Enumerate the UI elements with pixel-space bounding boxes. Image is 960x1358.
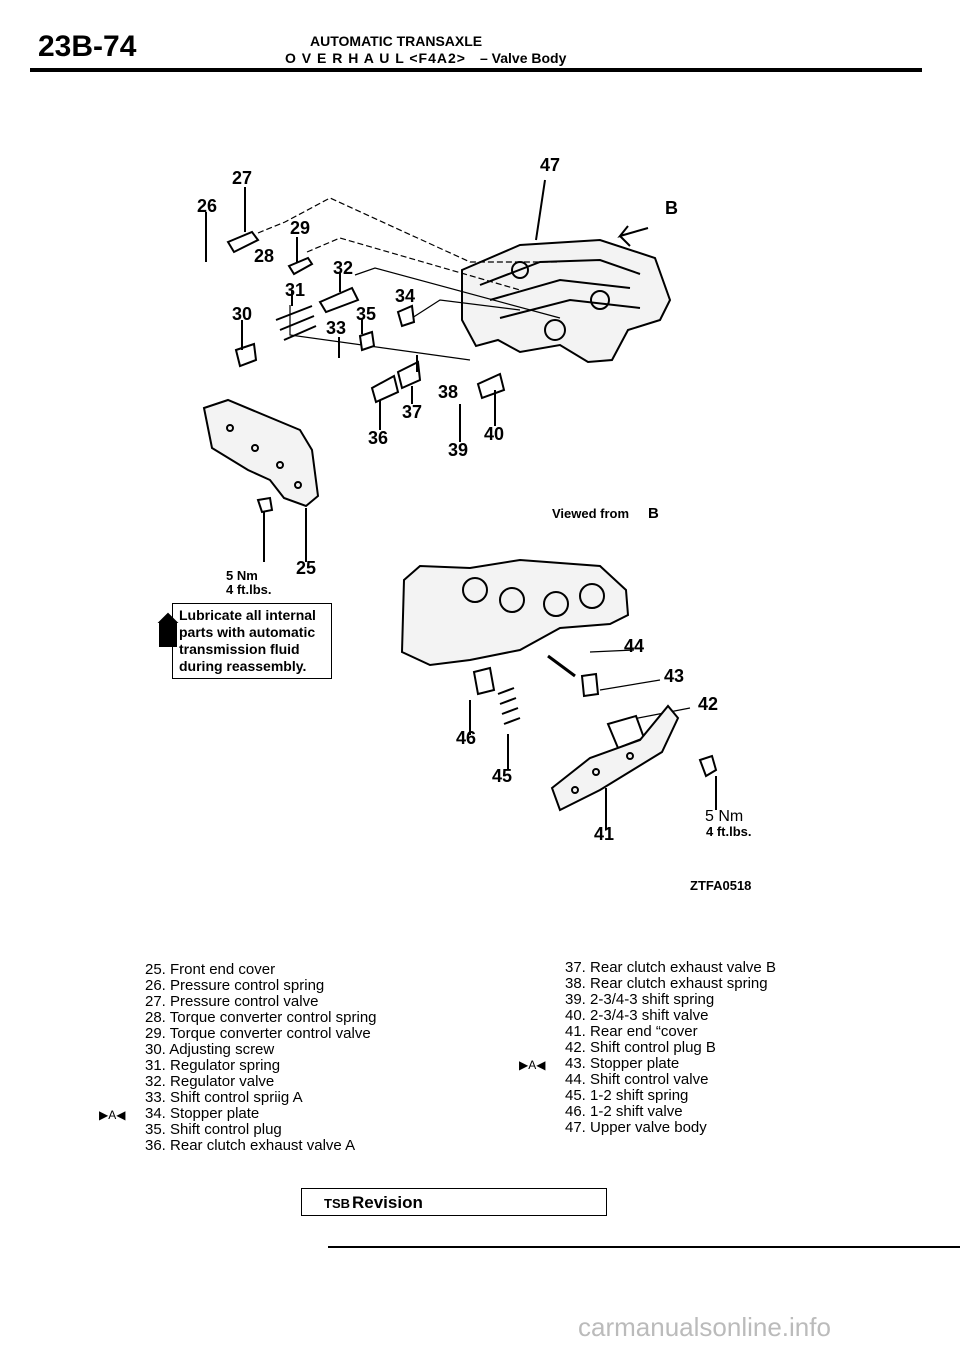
lube-line-2: parts with automatic [179,624,316,640]
callout-28: 28 [254,246,275,266]
callout-33: 33 [326,318,347,338]
legend-item-45: 45. 1-2 shift spring [565,1087,689,1104]
callout-38: 38 [438,382,459,402]
reassembly-marker: ▶A◀ [99,1108,126,1122]
legend-item-39: 39. 2-3/4-3 shift spring [565,991,715,1008]
legend-item-35: 35. Shift control plug [145,1121,282,1138]
legend-item-38: 38. Rear clutch exhaust spring [565,975,768,992]
legend-item-30: 30. Adjusting screw [145,1041,275,1058]
callout-37: 37 [402,402,423,422]
legend-item-43: ▶A◀ 43. Stopper plate [519,1055,680,1073]
callout-39: 39 [448,440,469,460]
callout-34: 34 [395,286,416,306]
legend-item-36: 36. Rear clutch exhaust valve A [145,1137,356,1154]
view-label-letter: B [648,505,659,522]
section-subtitle: O V E R H A U L <F4A2> [285,50,466,66]
torque-lower-nm: 5 Nm [705,808,744,825]
lubrication-note: Lubricate all internal parts with automa… [172,603,332,679]
tsb-label: Revision [352,1193,423,1212]
callout-45: 45 [492,766,513,786]
callout-46: 46 [456,728,477,748]
lube-line-3: transmission fluid [179,641,300,657]
callout-47: 47 [540,155,561,175]
section-title: AUTOMATIC TRANSAXLE [310,33,483,49]
legend-item-47: 47. Upper valve body [565,1119,707,1136]
callout-42: 42 [698,694,719,714]
subsection-title: – Valve Body [480,50,567,66]
torque-lower-ftlbs: 4 ft.lbs. [706,824,752,839]
legend-item-34: ▶A◀ 34. Stopper plate [99,1105,260,1123]
page-number: 23B-74 [38,30,137,63]
callout-26: 26 [197,196,218,216]
lube-line-1: Lubricate all internal [179,607,316,623]
legend-left: 25. Front end cover 26. Pressure control… [99,961,377,1154]
callout-41: 41 [594,824,615,844]
legend-item-46: 46. 1-2 shift valve [565,1103,683,1120]
legend-item-27: 27. Pressure control valve [145,993,319,1010]
header-rule [30,68,922,72]
legend-item-37: 37. Rear clutch exhaust valve B [565,959,776,976]
figure-code: ZTFA0518 [690,878,752,893]
torque-upper-ftlbs: 4 ft.lbs. [226,582,272,597]
callout-25: 25 [296,558,317,578]
legend-item-28: 28. Torque converter control spring [145,1009,377,1026]
tsb-revision-box: TSB Revision [301,1188,607,1216]
reassembly-marker: ▶A◀ [519,1058,546,1072]
legend-item-40: 40. 2-3/4-3 shift valve [565,1007,709,1024]
callout-30: 30 [232,304,253,324]
callout-29: 29 [290,218,311,238]
footer-rule [328,1246,960,1248]
legend-right: 37. Rear clutch exhaust valve B 38. Rear… [519,959,776,1136]
callout-32: 32 [333,258,354,278]
callout-36: 36 [368,428,389,448]
legend-item-31: 31. Regulator spring [145,1057,281,1074]
lube-line-4: during reassembly. [179,658,307,674]
callout-27: 27 [232,168,253,188]
view-arrow-letter: B [665,198,678,218]
legend-item-44: 44. Shift control valve [565,1071,709,1088]
legend-item-32: 32. Regulator valve [145,1073,275,1090]
legend-item-25: 25. Front end cover [145,961,276,978]
legend-item-29: 29. Torque converter control valve [145,1025,371,1042]
watermark: carmanualsonline.info [578,1312,831,1342]
callout-31: 31 [285,280,306,300]
tsb-prefix: TSB [324,1196,350,1211]
callout-43: 43 [664,666,685,686]
callout-35: 35 [356,304,377,324]
legend-item-26: 26. Pressure control spring [145,977,325,994]
view-label: Viewed from [552,506,630,521]
callout-44: 44 [624,636,645,656]
callout-40: 40 [484,424,505,444]
legend-item-41: 41. Rear end “cover [565,1023,698,1040]
legend-item-42: 42. Shift control plug B [565,1039,716,1056]
legend-item-33: 33. Shift control spriig A [145,1089,303,1106]
torque-upper-nm: 5 Nm [226,568,258,583]
